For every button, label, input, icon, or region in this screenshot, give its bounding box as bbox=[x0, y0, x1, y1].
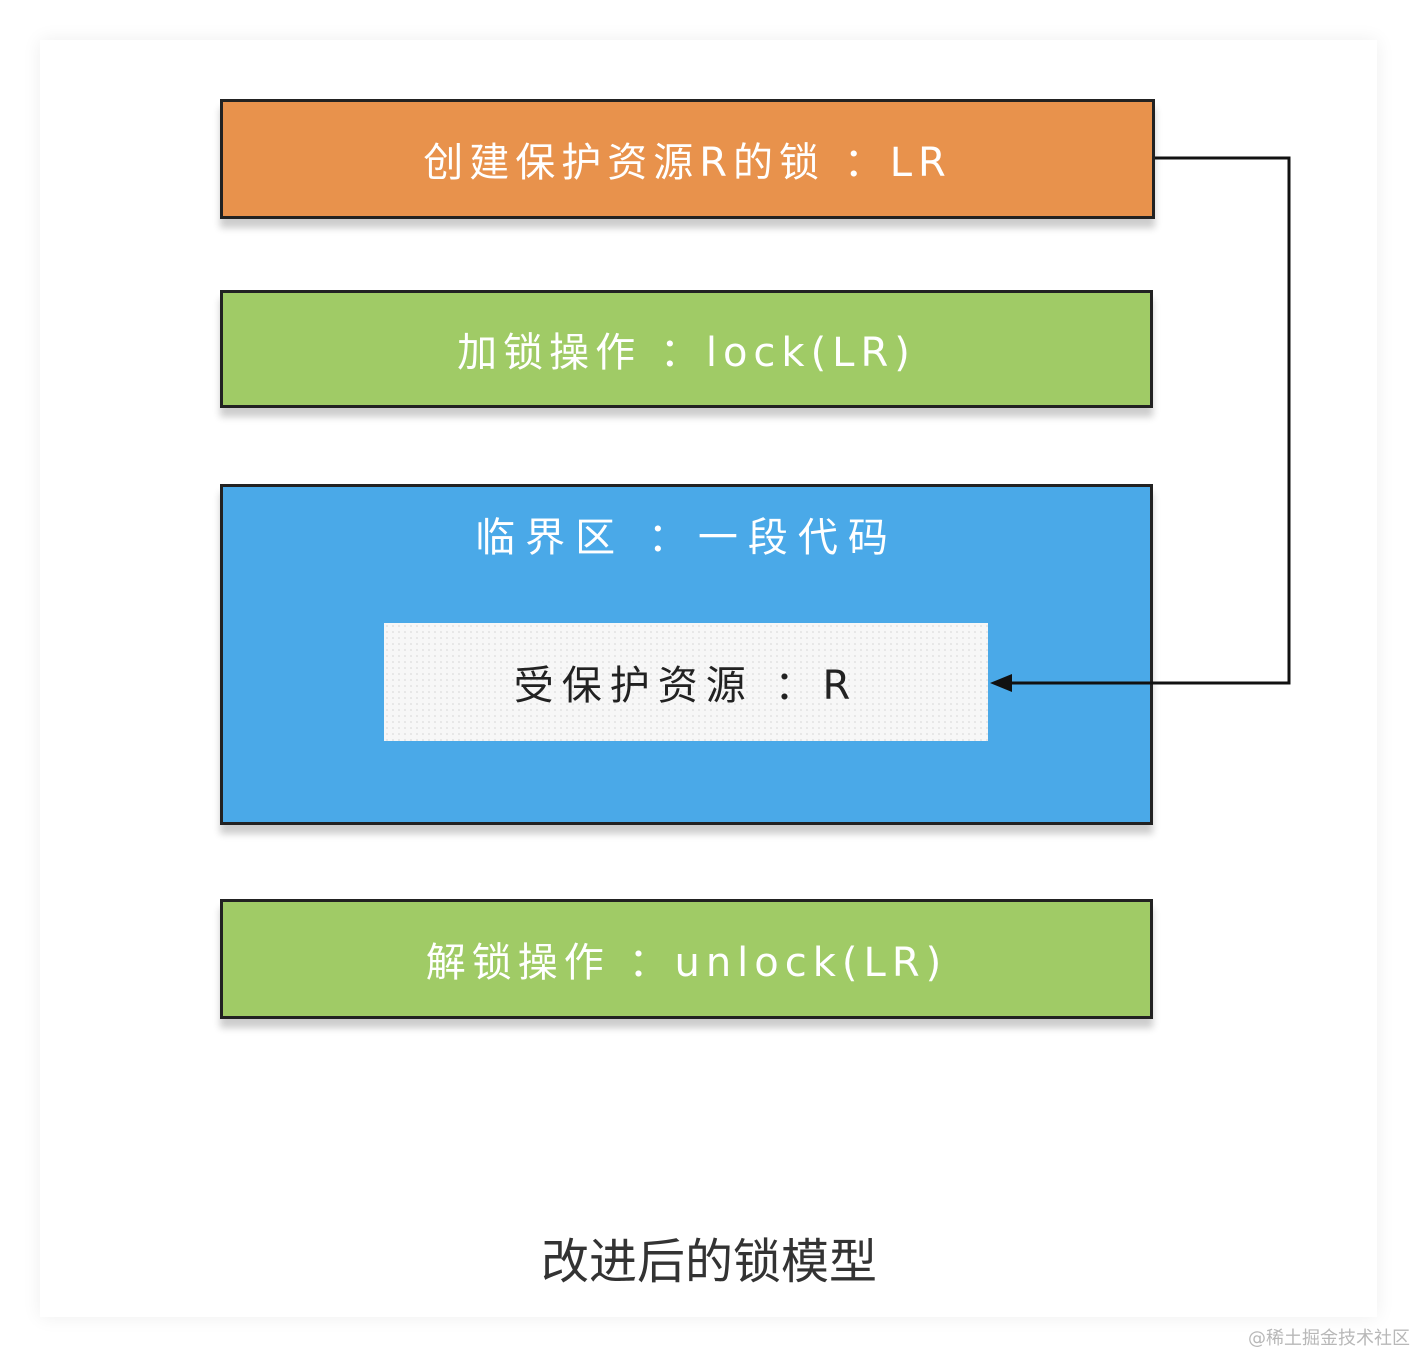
create-lock-box: 创建保护资源R的锁 ：LR bbox=[220, 99, 1155, 219]
protected-resource-label: 受保护资源 ：R bbox=[513, 663, 859, 709]
watermark: @稀土掘金技术社区 bbox=[1248, 1328, 1410, 1349]
unlock-operation-box: 解锁操作 ：unlock(LR) bbox=[220, 899, 1153, 1019]
create-lock-label: 创建保护资源R的锁 ：LR bbox=[423, 140, 952, 186]
lock-operation-box: 加锁操作 ：lock(LR) bbox=[220, 290, 1153, 408]
lock-operation-label: 加锁操作 ：lock(LR) bbox=[457, 330, 916, 376]
unlock-operation-label: 解锁操作 ：unlock(LR) bbox=[425, 940, 948, 986]
protected-resource-box: 受保护资源 ：R bbox=[384, 623, 988, 741]
critical-section-label: 临界区 ：一段代码 bbox=[475, 515, 898, 561]
diagram-caption: 改进后的锁模型 bbox=[540, 1234, 877, 1290]
